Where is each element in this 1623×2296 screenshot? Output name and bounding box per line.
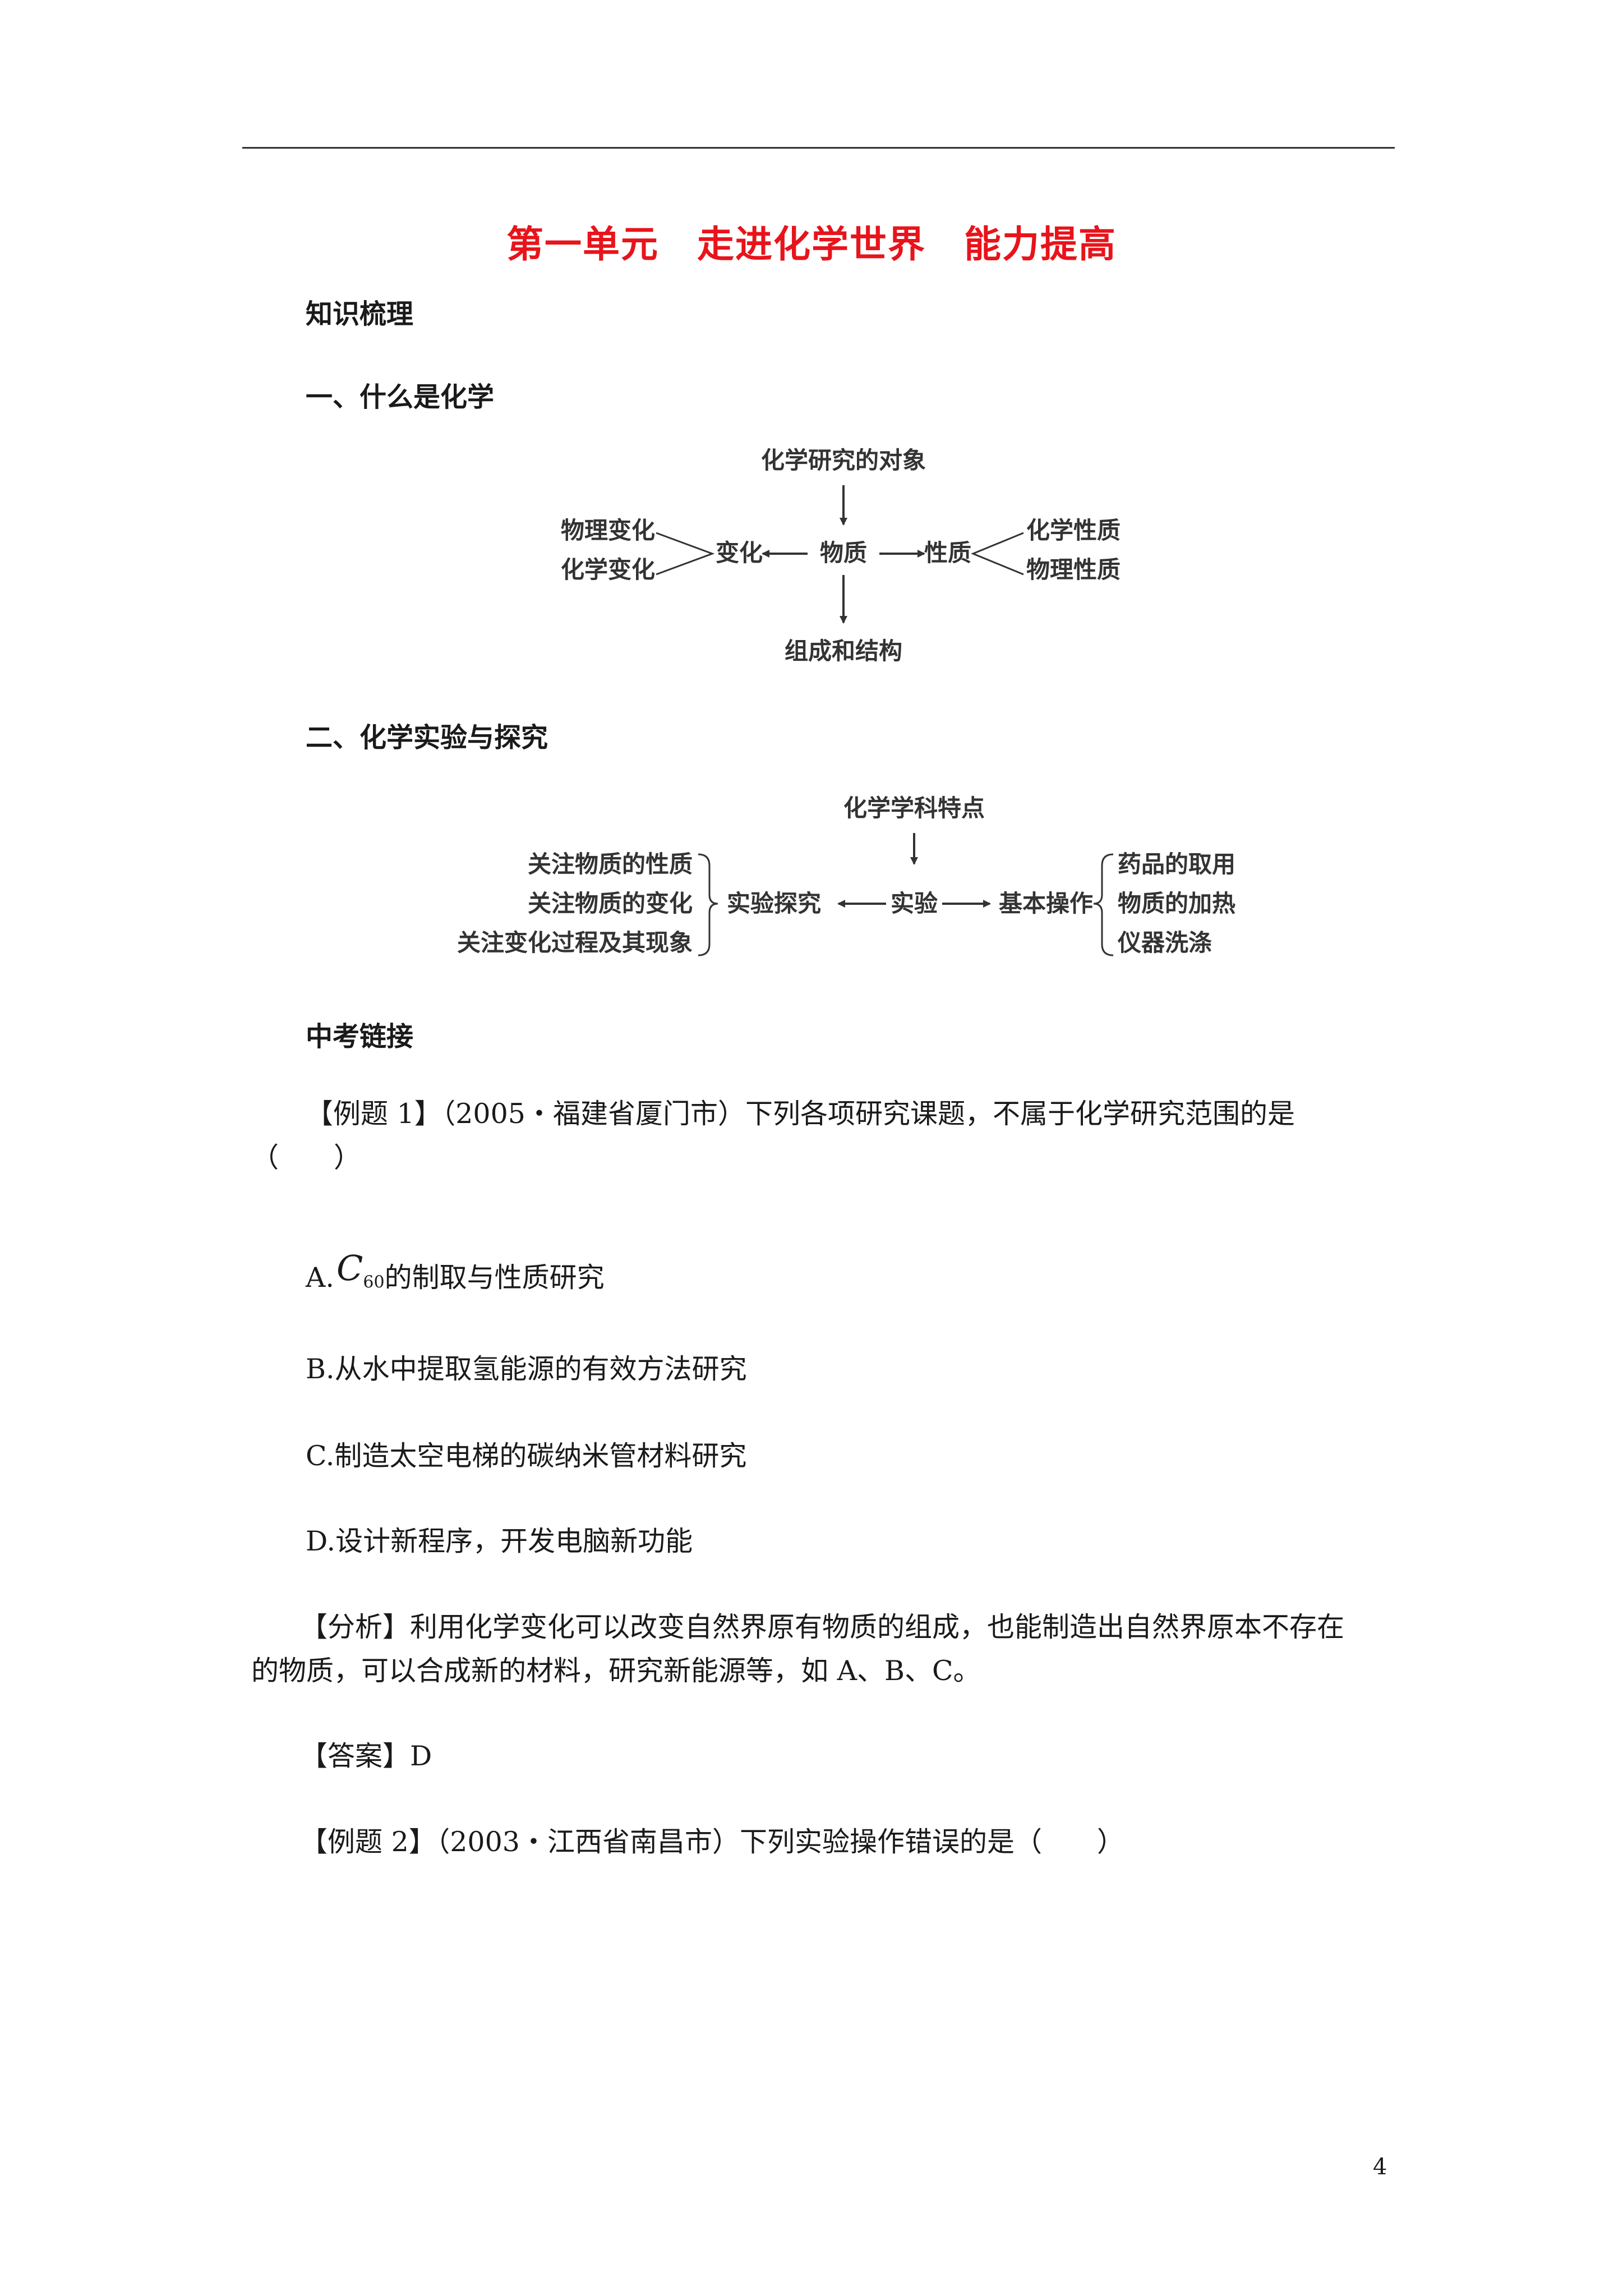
- option-a-text: 的制取与性质研究: [384, 1262, 605, 1294]
- diagram1-right-item: 化学性质: [1026, 517, 1121, 544]
- formula-symbol: C: [336, 1248, 363, 1289]
- example1-stem-bracket: （ ）: [251, 1142, 362, 1174]
- page-number: 4: [1373, 2154, 1387, 2180]
- diagram1-center-label: 物质: [820, 539, 867, 567]
- diagram2-center-label: 实验: [891, 890, 938, 917]
- example1-option-d: D.设计新程序，开发电脑新功能: [306, 1525, 693, 1557]
- diagram2-left-item: 关注变化过程及其现象: [457, 929, 693, 956]
- diagram1-right-item: 物理性质: [1026, 556, 1121, 583]
- diagram2-right-item: 药品的取用: [1118, 850, 1235, 878]
- header-rule: [242, 147, 1395, 149]
- diagram2-right-item: 仪器洗涤: [1117, 929, 1212, 956]
- example1-option-c: C.制造太空电梯的碳纳米管材料研究: [306, 1440, 747, 1472]
- diagram1-right-label: 性质: [924, 539, 971, 567]
- section-experiment-heading: 二、化学实验与探究: [306, 722, 548, 753]
- section-what-is-chemistry-heading: 一、什么是化学: [306, 381, 495, 413]
- option-a-label: A.: [306, 1262, 334, 1294]
- example1-answer: 【答案】D: [300, 1740, 432, 1772]
- section-exam-link-heading: 中考链接: [306, 1021, 414, 1052]
- chemistry-concept-diagram: 化学研究的对象 物质 变化 性质 组成和结构 物理变化 化学变化 化学性质 物理…: [561, 447, 1121, 665]
- section-knowledge-heading: 知识梳理: [306, 298, 414, 330]
- example1-analysis-cont: 的物质，可以合成新的材料，研究新能源等，如 A、B、C。: [251, 1655, 981, 1687]
- diagram2-left-item: 关注物质的变化: [528, 890, 693, 917]
- diagram2-right-brace: [1093, 853, 1114, 956]
- diagram1-right-bracket: [971, 532, 1024, 576]
- diagram2-left-label: 实验探究: [727, 890, 821, 917]
- example1-option-a: A.C60的制取与性质研究: [306, 1248, 605, 1303]
- diagram2-left-item: 关注物质的性质: [528, 850, 693, 878]
- diagram1-left-item: 化学变化: [561, 556, 655, 583]
- diagram1-left-item: 物理变化: [561, 517, 655, 544]
- example1-analysis: 【分析】利用化学变化可以改变自然界原有物质的组成，也能制造出自然界原本不存在: [300, 1611, 1345, 1643]
- diagram1-left-bracket: [656, 532, 715, 576]
- diagram1-bottom-label: 组成和结构: [785, 637, 902, 665]
- diagram2-left-brace: [698, 853, 718, 956]
- example1-stem: 【例题 1】（2005・福建省厦门市）下列各项研究课题，不属于化学研究范围的是: [306, 1098, 1295, 1130]
- diagram2-right-label: 基本操作: [999, 890, 1093, 917]
- experiment-concept-diagram: 化学学科特点 实验 实验探究 基本操作 关注物质的性质 关注物质的变化 关注变化…: [457, 794, 1235, 956]
- example2-stem: 【例题 2】（2003・江西省南昌市）下列实验操作错误的是（ ）: [300, 1826, 1124, 1858]
- diagram1-top-label: 化学研究的对象: [761, 447, 926, 474]
- example1-option-b: B.从水中提取氢能源的有效方法研究: [306, 1353, 747, 1385]
- formula-subscript: 60: [363, 1272, 385, 1292]
- diagram2-top-label: 化学学科特点: [843, 794, 985, 822]
- diagram1-left-label: 变化: [716, 539, 763, 567]
- c60-formula: C60: [336, 1248, 385, 1292]
- page-title: 第一单元 走进化学世界 能力提高: [506, 222, 1117, 266]
- diagram2-right-item: 物质的加热: [1118, 890, 1235, 917]
